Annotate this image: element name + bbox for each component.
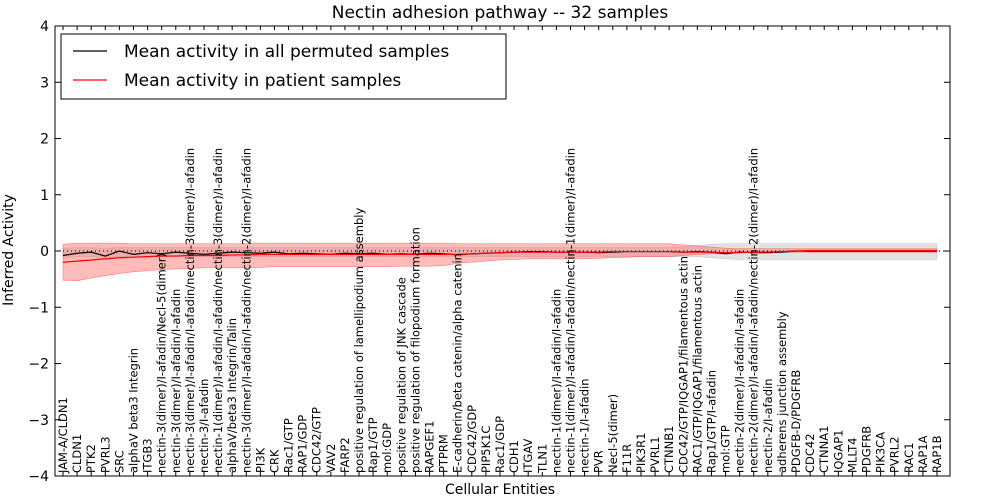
x-tick-label: positive regulation of filopodium format… [408,227,422,473]
x-tick-label: TLN1 [535,444,549,474]
x-tick-label: ITGB3 [141,438,155,473]
legend-box [60,33,507,100]
x-tick-label: PVRL3 [98,436,112,473]
x-tick-label: JAM-A/CLDN1 [56,397,70,474]
y-tick-label: 4 [40,19,49,35]
x-tick-label: PVR [592,450,606,473]
x-tick-label: PVRL2 [888,436,902,473]
x-axis-label: Cellular Entities [445,482,555,498]
x-tick-label: nectin-1(dimer)/I-afadin/I-afadin [549,289,563,473]
x-tick-label: PTPRM [437,434,451,473]
legend-label-0: Mean activity in all permuted samples [124,42,449,62]
x-tick-label: PIP5K1C [479,426,493,473]
chart-title: Nectin adhesion pathway -- 32 samples [332,3,669,23]
y-tick-label: 0 [40,244,49,260]
x-tick-label: nectin-1(dimer)/I-afadin/I-afadin/nectin… [563,148,577,473]
x-tick-label: CTNNB1 [662,426,676,473]
y-axis-label: Inferred Activity [1,194,17,306]
x-tick-label: PIK3CA [874,432,888,473]
x-tick-label: Rap1/GTP [366,417,380,473]
x-tick-label: CDC42/GTP/IQGAP1/filamentous actin [676,256,690,473]
x-tick-label: nectin-1/I-afadin [578,379,592,474]
x-tick-label: RAP1B [930,435,944,473]
legend-label-1: Mean activity in patient samples [124,71,401,91]
x-tick-label: CDC42/GDP [465,405,479,473]
series-line-1 [62,249,937,263]
x-tick-label: nectin-2(dimer)/I-afadin/I-afadin [733,289,747,473]
x-tick-label: MLLT4 [845,438,859,474]
x-tick-label: RAC1 [902,442,916,473]
y-tick-label: −2 [28,357,49,373]
x-tick-label: adherens junction assembly [775,311,789,473]
x-tick-label: PDGFB-D/PDGFRB [789,370,803,473]
x-tick-label: Necl-5(dimer) [606,394,620,473]
x-tick-label: CRK [267,449,281,473]
x-tick-label: E-cadherin/beta catenin/alpha catenin [451,253,465,473]
x-tick-label: PI3K [253,447,267,473]
x-tick-label: positive regulation of lamellipodium ass… [352,208,366,473]
x-tick-label: F11R [620,444,634,473]
x-tick-label: SRC [112,450,126,473]
x-tick-label: CDC42 [803,433,817,473]
x-tick-label: alphaV/beta3 Integrin/Talin [225,318,239,473]
x-tick-label: ITGAV [521,439,535,473]
x-tick-label: RAC1/GTP/IQGAP1/filamentous actin [690,265,704,473]
x-tick-label: nectin-3(dimer)/I-afadin/I-afadin/nectin… [239,148,253,473]
y-tick-label: 3 [40,75,49,91]
x-tick-label: mol:GTP [719,425,733,473]
x-tick-label: PTK2 [84,444,98,473]
x-tick-label: CDC42/GTP [310,407,324,473]
x-tick-label: nectin-3(dimer)/I-afadin/Necl-5(dimer) [155,253,169,473]
axis-ticks: −4 −3 −2 −1 0 1 2 3 4 [28,19,950,485]
x-tick-label: PIK3R1 [634,433,648,474]
x-tick-label: CDH1 [507,440,521,473]
y-tick-label: −4 [28,469,49,485]
x-tick-label: nectin-3/I-afadin [197,379,211,474]
x-tick-label: FARP2 [338,437,352,473]
x-tick-label: nectin-2/I-afadin [761,379,775,474]
x-tick-label: positive regulation of JNK cascade [394,277,408,473]
x-tick-label: Rac1/GDP [493,416,507,473]
legend: Mean activity in all permuted samplesMea… [60,33,507,100]
series-lines [55,249,950,263]
x-tick-label: CTNNA1 [817,426,831,473]
x-tick-label: nectin-2(dimer)/I-afadin/I-afadin/nectin… [747,148,761,473]
x-tick-label: RAPGEF1 [423,421,437,473]
x-tick-label: CLDN1 [70,434,84,473]
x-tick-label: Rac1/GTP [282,418,296,473]
x-tick-label: nectin-3(dimer)/I-afadin/I-afadin [169,289,183,473]
y-tick-label: 1 [40,188,49,204]
y-tick-label: −3 [28,413,49,429]
x-tick-label: PDGFRB [860,426,874,473]
x-tick-label: mol:GDP [380,423,394,473]
x-tick-label: VAV2 [324,444,338,473]
x-tick-label: PVRL1 [648,436,662,473]
x-tick-label: RAP1A [916,435,930,473]
y-tick-label: −1 [28,300,49,316]
x-tick-label: nectin-3(dimer)/I-afadin/I-afadin/nectin… [183,148,197,473]
x-tick-label: alphaV beta3 Integrin [126,348,140,473]
x-tick-label: Rap1/GTP/I-afadin [704,370,718,473]
x-tick-label: RAP1/GDP [296,415,310,473]
x-tick-label: IQGAP1 [831,430,845,473]
x-tick-label: nectin-1(dimer)/I-afadin/I-afadin/nectin… [211,148,225,473]
plot-frame [54,25,951,477]
y-tick-label: 2 [40,132,49,148]
